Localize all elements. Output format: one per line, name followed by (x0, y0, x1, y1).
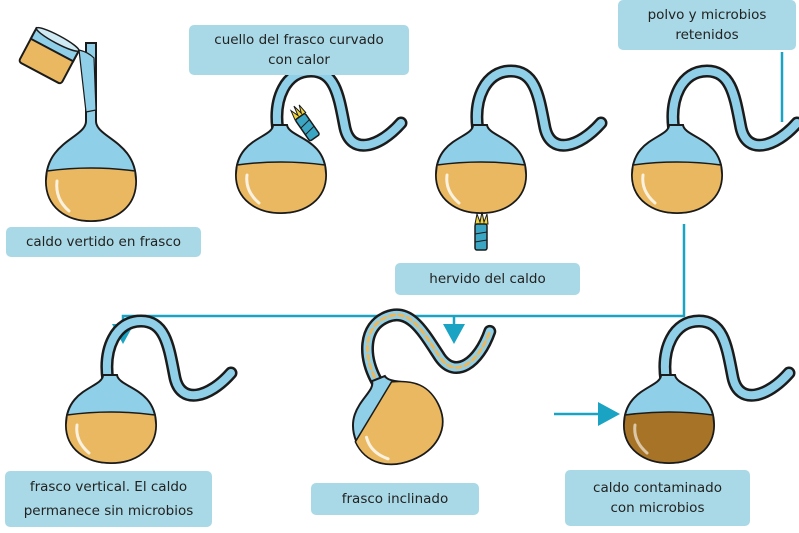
label-contaminated-broth: caldo contaminado con microbios (565, 470, 750, 526)
label-tilted-flask: frasco inclinado (311, 483, 479, 515)
connector-lines (121, 52, 784, 416)
beaker-pour-icon (18, 26, 97, 113)
label-contaminated-broth-line1: caldo contaminado (593, 480, 722, 496)
label-broth-boiled-text: hervido del caldo (429, 271, 546, 287)
label-broth-poured: caldo vertido en frasco (6, 227, 201, 257)
label-upright-flask-line2: permanece sin microbios (23, 503, 194, 519)
label-upright-flask-line1: frasco vertical. El caldo (29, 479, 188, 495)
label-microbes-retained: polvo y microbios retenidos (618, 0, 796, 50)
label-broth-poured-text: caldo vertido en frasco (25, 234, 182, 250)
label-neck-curved-line1: cuello del frasco curvado (214, 32, 384, 48)
flask-contaminated (624, 321, 789, 463)
flask-step4 (632, 71, 797, 213)
label-microbes-retained-line1: polvo y microbios (647, 7, 767, 23)
label-upright-flask: frasco vertical. El caldo permanece sin … (5, 471, 212, 527)
flask-tilted (352, 308, 497, 466)
label-tilted-flask-text: frasco inclinado (341, 491, 449, 507)
label-neck-curved: cuello del frasco curvado con calor (189, 25, 409, 75)
flask-step3 (436, 71, 601, 213)
flask-step2 (236, 71, 401, 213)
burner-flame-icon (474, 211, 489, 251)
label-neck-curved-line2: con calor (268, 52, 330, 68)
flask-upright (66, 321, 231, 463)
label-contaminated-broth-line2: con microbios (610, 500, 705, 516)
label-broth-boiled: hervido del caldo (395, 263, 580, 295)
label-microbes-retained-line2: retenidos (675, 27, 739, 43)
